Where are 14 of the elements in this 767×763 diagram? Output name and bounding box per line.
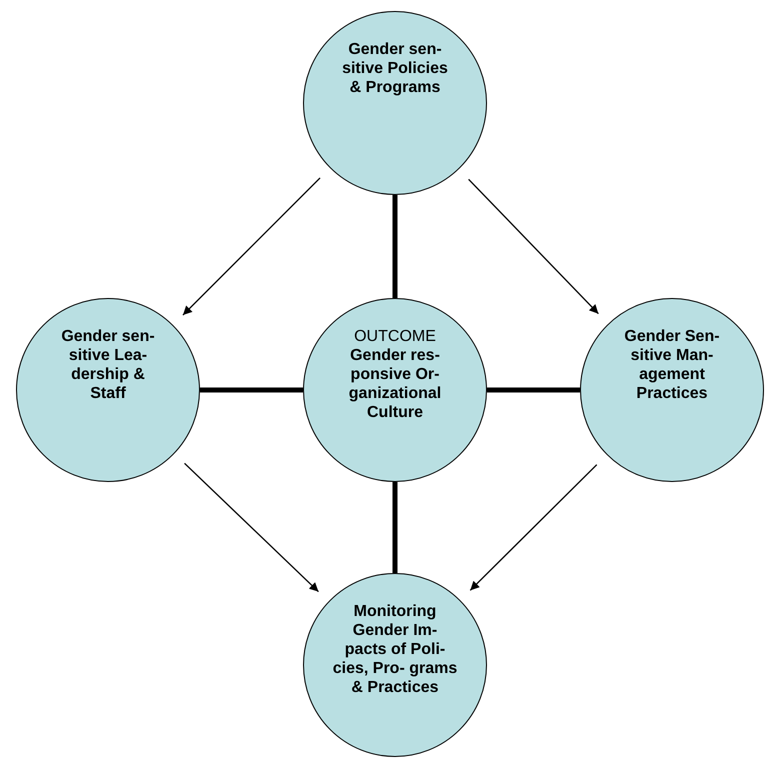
node-label: Gender sen- sitive Policies & Programs — [341, 40, 449, 97]
connector-line — [392, 195, 398, 298]
arrow — [182, 178, 320, 316]
arrow — [184, 462, 319, 592]
node-label: Gender sen- sitive Lea- dership & Staff — [60, 327, 156, 403]
node-label: Gender res- ponsive Or- ganizational Culture — [348, 346, 442, 422]
node-label: Gender Sen- sitive Man- agement Practices — [623, 327, 721, 403]
arrow — [468, 178, 599, 314]
connector-line — [200, 388, 303, 392]
arrow — [470, 464, 598, 591]
connector-line — [487, 388, 580, 392]
node-label: Monitoring Gender Im- pacts of Poli- cies, Pro- grams & Practices — [332, 602, 458, 697]
node-heading: OUTCOME — [353, 327, 437, 346]
connector-line — [392, 482, 398, 573]
